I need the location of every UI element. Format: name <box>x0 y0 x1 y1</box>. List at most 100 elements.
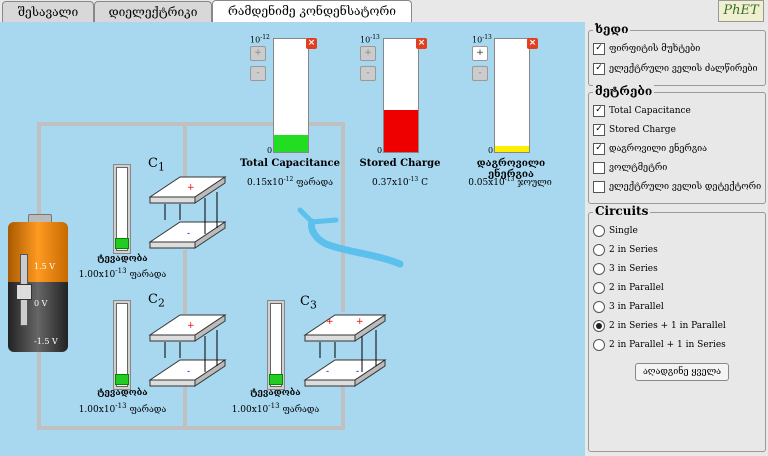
view-field-lines-checkbox[interactable]: ✓ელექტრული ველის ძალწირები <box>593 61 758 77</box>
capacitor-c2-label: C2 <box>148 292 165 310</box>
meter-total-capacitance-close-icon[interactable]: × <box>306 38 317 49</box>
circuit-3-series-radio[interactable]: 3 in Series <box>593 261 658 277</box>
battery-bottom-voltage: -1.5 V <box>34 337 58 346</box>
meter-total-capacitance-value: 0.15x10-12 ფარადა <box>247 176 333 188</box>
wire-top <box>37 122 345 126</box>
meters-total-capacitance-checkbox[interactable]: ✓Total Capacitance <box>593 103 691 119</box>
battery-slider-knob[interactable] <box>16 284 32 300</box>
c1-capacitance-label: ტევადობა <box>97 254 148 264</box>
c3-plus-sign-1: + <box>326 317 334 327</box>
radio-icon <box>593 338 605 351</box>
dielectric-slider-c1[interactable] <box>113 164 131 254</box>
meters-voltmeter-checkbox[interactable]: ვოლტმეტრი <box>593 160 667 176</box>
meter-stored-charge-zoom-in-icon[interactable]: + <box>360 46 376 61</box>
radio-icon <box>593 243 605 256</box>
radio-icon <box>593 300 605 313</box>
meter-stored-energy-close-icon[interactable]: × <box>527 38 538 49</box>
capacitor-c3-label: C3 <box>300 294 317 312</box>
simulation-canvas: 1.5 V 0 V -1.5 V C1 + - C2 + - C3 <box>0 22 585 456</box>
meter-total-capacitance-bar <box>273 38 309 153</box>
meters-field-detector-checkbox[interactable]: ელექტრული ველის დეტექტორი <box>593 179 761 195</box>
meter-total-capacitance-zoom-in-icon[interactable]: + <box>250 46 266 61</box>
circuit-single-radio[interactable]: Single <box>593 223 638 239</box>
view-group-title: ხედი <box>593 22 631 36</box>
checkbox-icon: ✓ <box>593 104 605 117</box>
capacitor-c1[interactable]: + - <box>145 172 230 262</box>
checkbox-icon <box>593 180 605 193</box>
wire-c3-bottom <box>341 382 345 428</box>
control-panel: ხედი ✓ფირფიტის მუხტები ✓ელექტრული ველის … <box>585 22 768 456</box>
tab-intro[interactable]: შესავალი <box>2 1 94 22</box>
meter-stored-energy-value: 0.05x10-13 ჯოული <box>468 176 552 188</box>
wire-left-top <box>37 122 41 222</box>
c1-minus-sign: - <box>187 229 190 239</box>
dielectric-slider-c3-knob[interactable] <box>269 374 283 385</box>
circuit-2-parallel-1-series-radio[interactable]: 2 in Parallel + 1 in Series <box>593 337 726 353</box>
c3-plus-sign-2: + <box>356 317 364 327</box>
meter-stored-energy-label: დაგროვილი ენერგია <box>476 158 546 180</box>
dielectric-slider-c3-track <box>270 303 282 387</box>
c3-capacitance-value: 1.00x10-13 ფარადა <box>231 402 320 415</box>
meter-stored-energy-zoom-in-icon[interactable]: + <box>472 46 488 61</box>
battery[interactable]: 1.5 V 0 V -1.5 V <box>8 214 70 354</box>
meters-stored-energy-checkbox[interactable]: ✓დაგროვილი ენერგია <box>593 141 707 157</box>
circuits-group: Circuits Single 2 in Series 3 in Series … <box>588 204 766 452</box>
wire-c3-top <box>341 122 345 312</box>
meter-stored-energy-zoom-out-icon[interactable]: - <box>472 66 488 81</box>
c2-capacitance-label: ტევადობა <box>97 388 148 398</box>
c2-capacitance-value: 1.00x10-13 ფარადა <box>78 402 167 415</box>
meter-total-capacitance-zoom-out-icon[interactable]: - <box>250 66 266 81</box>
circuit-2-series-1-parallel-radio[interactable]: 2 in Series + 1 in Parallel <box>593 318 726 334</box>
meter-stored-charge-value: 0.37x10-13 C <box>371 176 428 188</box>
dielectric-slider-c1-knob[interactable] <box>115 238 129 249</box>
meter-total-capacitance-label: Total Capacitance <box>240 158 340 169</box>
wire-c2-bottom <box>183 382 187 428</box>
c1-plus-sign: + <box>187 183 195 193</box>
dielectric-slider-c2-knob[interactable] <box>115 374 129 385</box>
meter-stored-charge-bar <box>383 38 419 153</box>
meter-stored-energy-scale: 10-13 <box>472 34 492 45</box>
circuit-3-parallel-radio[interactable]: 3 in Parallel <box>593 299 664 315</box>
wire-c1-c2 <box>183 250 187 314</box>
phet-logo: PhET <box>718 0 764 22</box>
meter-stored-charge-fill <box>384 110 418 152</box>
battery-top-voltage: 1.5 V <box>34 262 56 271</box>
meters-stored-charge-checkbox[interactable]: ✓Stored Charge <box>593 122 676 138</box>
dielectric-slider-c2-track <box>116 303 128 387</box>
c2-plus-sign: + <box>187 321 195 331</box>
radio-icon <box>593 262 605 275</box>
view-group: ხედი ✓ფირფიტის მუხტები ✓ელექტრული ველის … <box>588 22 766 86</box>
c3-minus-sign-1: - <box>326 367 329 377</box>
meter-stored-charge-close-icon[interactable]: × <box>416 38 427 49</box>
reset-all-button[interactable]: აღადგინე ყველა <box>635 363 729 381</box>
circuit-2-parallel-radio[interactable]: 2 in Parallel <box>593 280 664 296</box>
tab-dielectric[interactable]: დიელექტრიკი <box>94 1 212 22</box>
meters-group-title: მეტრები <box>593 84 655 98</box>
radio-icon <box>593 224 605 237</box>
battery-top <box>8 222 68 282</box>
capacitor-c2[interactable]: + - <box>145 310 230 400</box>
circuits-group-title: Circuits <box>593 204 651 218</box>
view-plate-charges-checkbox[interactable]: ✓ფირფიტის მუხტები <box>593 41 700 57</box>
meter-stored-energy-bar <box>494 38 530 153</box>
c1-capacitance-value: 1.00x10-13 ფარადა <box>78 267 167 280</box>
dielectric-slider-c2[interactable] <box>113 300 131 390</box>
meter-stored-energy-zero: 0 <box>488 146 494 155</box>
meter-total-capacitance-scale: 10-12 <box>250 34 270 45</box>
checkbox-icon: ✓ <box>593 42 605 55</box>
c2-minus-sign: - <box>187 367 190 377</box>
meter-stored-charge-zoom-out-icon[interactable]: - <box>360 66 376 81</box>
circuit-2-series-radio[interactable]: 2 in Series <box>593 242 658 258</box>
meter-stored-charge-zero: 0 <box>377 146 383 155</box>
meters-group: მეტრები ✓Total Capacitance ✓Stored Charg… <box>588 84 766 204</box>
wire-left-bottom <box>37 344 41 428</box>
radio-selected-icon <box>593 319 605 332</box>
capacitor-c3[interactable]: + + - - <box>300 310 390 400</box>
meter-total-capacitance-zero: 0 <box>267 146 273 155</box>
checkbox-icon: ✓ <box>593 123 605 136</box>
dielectric-slider-c3[interactable] <box>267 300 285 390</box>
checkbox-icon: ✓ <box>593 62 605 75</box>
wire-bottom <box>37 426 345 430</box>
tab-multiple-capacitors[interactable]: რამდენიმე კონდენსატორი <box>212 0 412 23</box>
meter-stored-charge-scale: 10-13 <box>360 34 380 45</box>
